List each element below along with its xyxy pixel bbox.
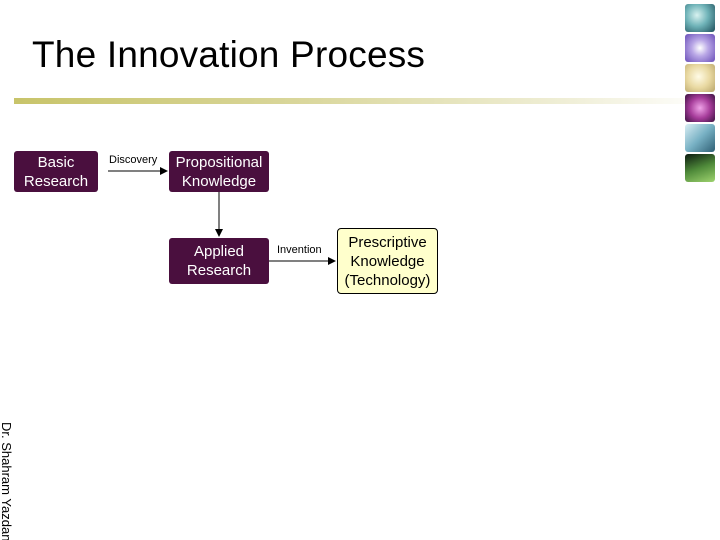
node-basic-research-label: Basic Research bbox=[23, 153, 89, 190]
node-applied-research: Applied Research bbox=[169, 238, 269, 284]
author-label: Dr. Shahram Yazdani bbox=[0, 422, 14, 540]
node-propositional-knowledge-label: Propositional Knowledge bbox=[175, 153, 263, 190]
globe-icon bbox=[685, 4, 715, 32]
node-prescriptive-knowledge-label: Prescriptive Knowledge (Technology) bbox=[344, 233, 431, 289]
edge-label-invention: Invention bbox=[277, 244, 322, 256]
plant-icon bbox=[685, 154, 715, 182]
node-propositional-knowledge: Propositional Knowledge bbox=[169, 151, 269, 192]
node-prescriptive-knowledge: Prescriptive Knowledge (Technology) bbox=[337, 228, 438, 294]
edge-label-discovery: Discovery bbox=[109, 154, 158, 166]
molecule-icon bbox=[685, 64, 715, 92]
brain-icon bbox=[685, 94, 715, 122]
cells-icon bbox=[685, 124, 715, 152]
node-applied-research-label: Applied Research bbox=[186, 243, 252, 279]
author-credit: Dr. Shahram Yazdani bbox=[0, 422, 16, 540]
atom-icon bbox=[685, 34, 715, 62]
slide-title: The Innovation Process bbox=[32, 34, 426, 75]
decorative-icon-strip bbox=[685, 4, 715, 184]
title-underline bbox=[14, 98, 712, 104]
node-basic-research: Basic Research bbox=[14, 151, 98, 192]
